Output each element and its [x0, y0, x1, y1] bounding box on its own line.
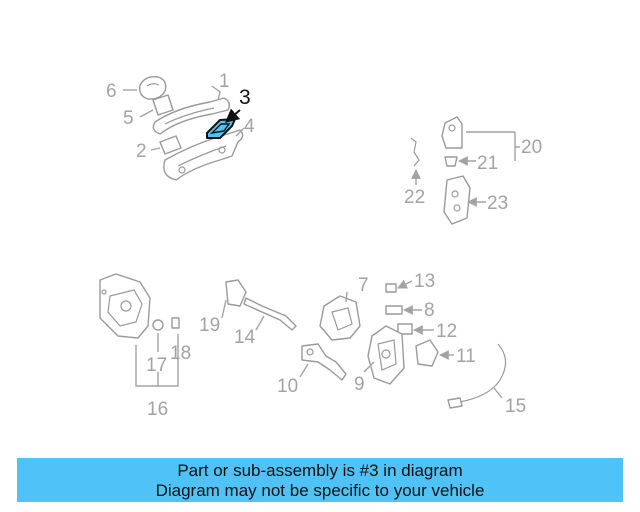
part-21-bushing[interactable]: [444, 156, 458, 167]
part-19-rod-clip[interactable]: [225, 279, 247, 307]
banner-line-2: Diagram may not be specific to your vehi…: [155, 481, 485, 500]
leader-3: [224, 108, 241, 123]
leader-14: [255, 315, 265, 331]
part-3-handle-pad[interactable]: [206, 118, 236, 139]
part-4-handle-frame[interactable]: [163, 129, 244, 181]
part-16-inner-handle[interactable]: [99, 273, 151, 339]
callout-18: 18: [170, 343, 191, 364]
callout-3: 3: [239, 86, 251, 109]
leader-1: [211, 85, 221, 101]
callout-10: 10: [277, 376, 298, 397]
callout-23: 23: [487, 193, 508, 214]
part-2-gasket[interactable]: [159, 135, 182, 155]
leader-19: [221, 299, 227, 319]
callout-15: 15: [505, 396, 526, 417]
banner-line-1: Part or sub-assembly is #3 in diagram: [177, 461, 463, 480]
part-23-striker-bracket[interactable]: [443, 175, 471, 225]
callout-5: 5: [123, 108, 134, 129]
parts-diagram: 6 5 1 2 4 3 20 21 22 23 17 18 16: [99, 71, 542, 420]
callout-6: 6: [106, 81, 117, 102]
part-22-rod-clip[interactable]: [410, 137, 420, 167]
part-14-lock-rod[interactable]: [243, 297, 297, 331]
callout-11: 11: [456, 346, 476, 367]
callout-22: 22: [404, 187, 425, 208]
part-8-bolt[interactable]: [385, 305, 403, 315]
part-7-lock-actuator[interactable]: [319, 295, 361, 341]
part-11-cover[interactable]: [415, 339, 439, 367]
leader-2: [150, 147, 161, 151]
leader-5: [139, 109, 154, 118]
part-10-bracket[interactable]: [301, 343, 347, 381]
part-6-cap[interactable]: [138, 75, 167, 100]
part-17-screw[interactable]: [152, 319, 164, 331]
part-18-clip[interactable]: [171, 317, 180, 329]
part-12-bolt[interactable]: [397, 323, 413, 335]
part-15-cable[interactable]: [447, 343, 507, 409]
callout-4: 4: [244, 116, 255, 137]
callout-19: 19: [199, 315, 220, 336]
leader-13: [397, 279, 413, 289]
callout-13: 13: [414, 271, 435, 292]
callout-12: 12: [436, 321, 457, 342]
callout-9: 9: [354, 374, 365, 395]
part-20-striker[interactable]: [441, 116, 463, 149]
callout-21: 21: [477, 153, 498, 174]
leader-15: [493, 387, 503, 399]
callout-14: 14: [234, 327, 256, 348]
part-5-cylinder[interactable]: [152, 94, 174, 116]
callout-20: 20: [521, 137, 542, 158]
callout-7: 7: [358, 275, 369, 296]
info-banner: Part or sub-assembly is #3 in diagram Di…: [17, 458, 623, 502]
callout-2: 2: [136, 141, 147, 162]
leader-20: [466, 131, 520, 161]
callout-8: 8: [424, 300, 435, 321]
leader-9: [363, 361, 375, 373]
part-13-screw[interactable]: [385, 283, 397, 293]
leader-7: [345, 291, 348, 303]
leader-10: [299, 363, 309, 378]
leader-16-17-18: [135, 333, 179, 387]
callout-1: 1: [219, 71, 230, 92]
part-9-door-latch[interactable]: [367, 325, 405, 385]
leader-4: [235, 127, 245, 137]
callout-17: 17: [146, 355, 167, 376]
callout-16: 16: [147, 399, 168, 420]
